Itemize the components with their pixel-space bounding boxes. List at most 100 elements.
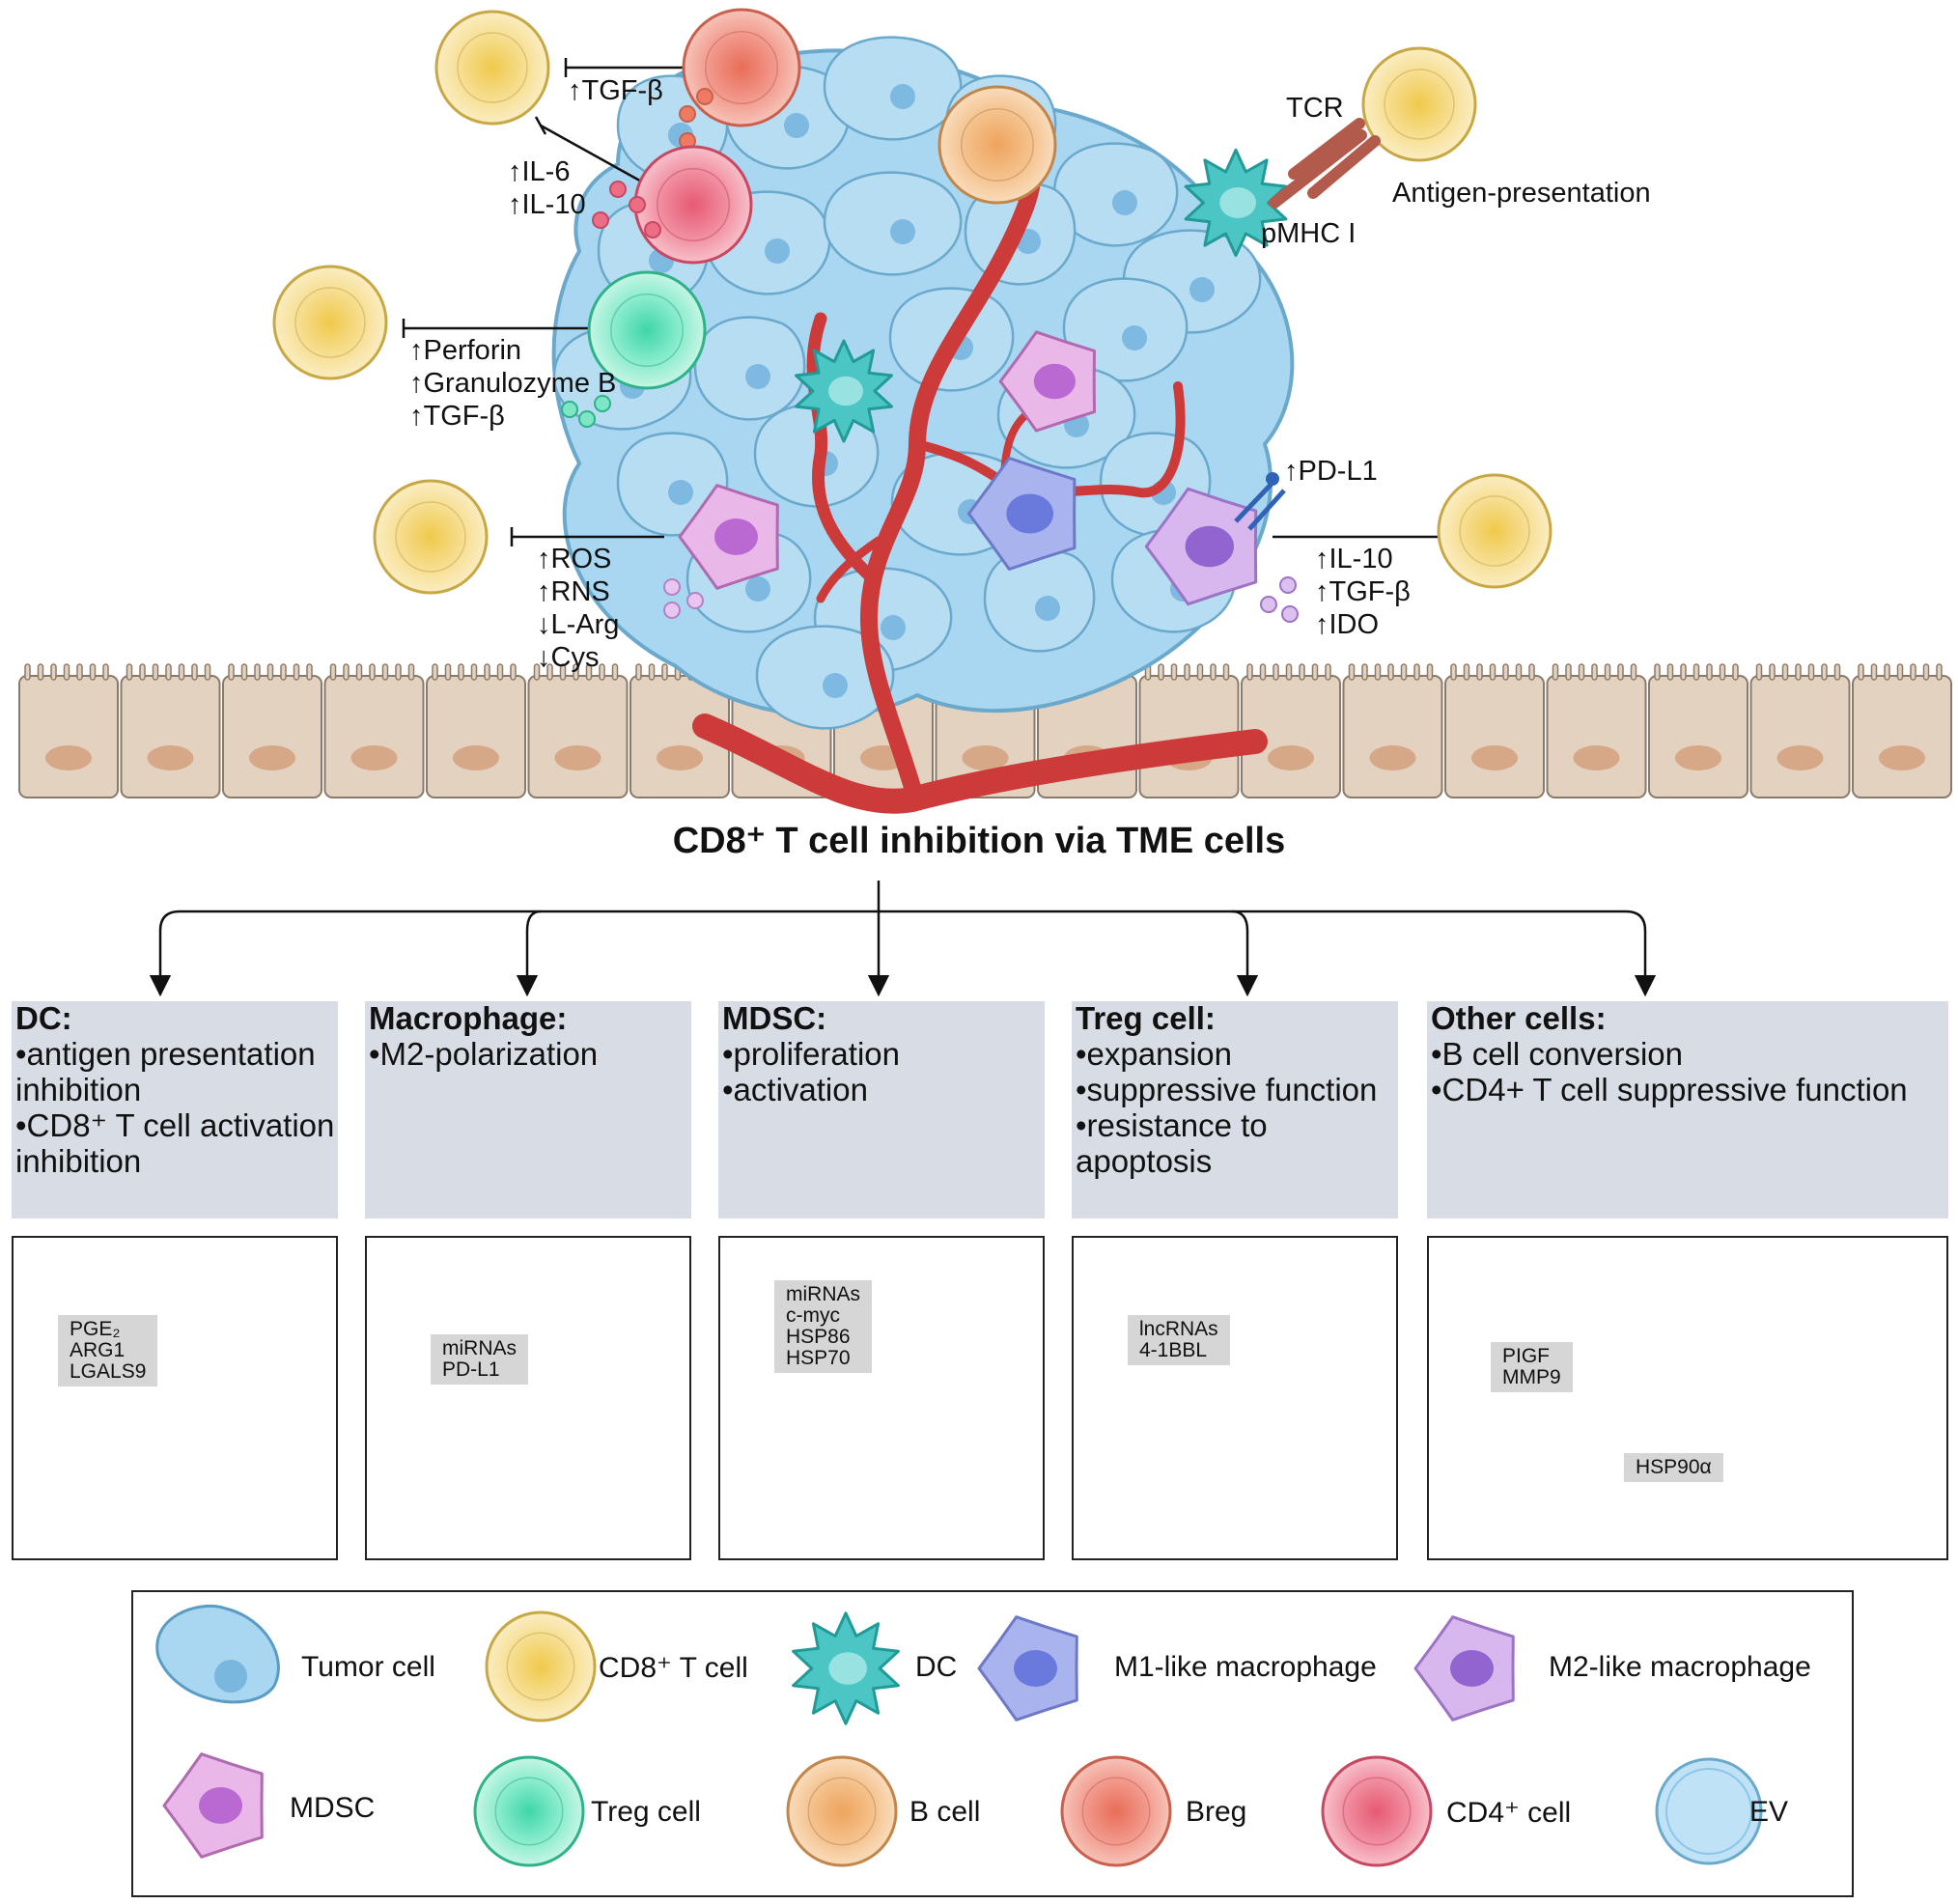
- legend-label-treg: Treg cell: [591, 1796, 701, 1828]
- panel-dc: DC: •antigen presentation inhibition •CD…: [12, 1001, 338, 1218]
- label-tgf-beta-treg: ↑TGF-β: [409, 401, 505, 432]
- tumor-cell: [693, 316, 806, 421]
- tag-line: c-myc: [786, 1304, 840, 1327]
- treg-evs: [561, 395, 611, 428]
- panel-item: •proliferation: [722, 1036, 900, 1072]
- cd4-cell: [633, 145, 753, 265]
- panel-treg: Treg cell: •expansion •suppressive funct…: [1072, 1001, 1398, 1218]
- box-other-cells: [1427, 1236, 1948, 1560]
- label-l-arg: ↓L-Arg: [537, 609, 620, 640]
- mdsc-evs: [663, 578, 704, 619]
- tag-mdsc: miRNAs c-myc HSP86 HSP70: [774, 1280, 872, 1373]
- flow-arrows: [149, 881, 1657, 997]
- label-tgf-beta-breg: ↑TGF-β: [568, 75, 663, 106]
- legend-label-m2: M2-like macrophage: [1549, 1651, 1811, 1683]
- m2-macrophage: [1144, 487, 1258, 606]
- panel-macrophage: Macrophage: •M2-polarization: [365, 1001, 691, 1218]
- m1-macrophage-icon: [977, 1615, 1078, 1722]
- tag-other-top: PIGF MMP9: [1491, 1342, 1573, 1392]
- panel-title: Treg cell:: [1076, 1000, 1216, 1036]
- label-antigen-presentation: Antigen-presentation: [1392, 178, 1651, 209]
- tumor-cell: [983, 547, 1096, 653]
- tag-line: MMP9: [1502, 1366, 1561, 1388]
- tag-treg: lncRNAs 4-1BBL: [1128, 1315, 1230, 1365]
- label-cys: ↓Cys: [537, 642, 600, 673]
- legend-label-dc: DC: [915, 1651, 958, 1683]
- label-tcr: TCR: [1286, 93, 1344, 124]
- label-il6: ↑IL-6: [508, 156, 571, 187]
- tag-line: HSP70: [786, 1347, 851, 1369]
- tag-line: lncRNAs: [1139, 1318, 1218, 1340]
- tcr-pmhc-complex: [1269, 118, 1381, 209]
- label-ros: ↑ROS: [537, 544, 612, 574]
- m2-evs: [1260, 576, 1299, 623]
- tag-line: LGALS9: [70, 1360, 147, 1383]
- mdsc-cell: [678, 484, 779, 590]
- epithelial-cell: [222, 663, 322, 798]
- epithelial-cell: [1852, 663, 1952, 798]
- box-treg: [1072, 1236, 1398, 1560]
- epithelial-cell: [1342, 663, 1443, 798]
- epithelial-cell: [18, 663, 119, 798]
- epithelial-cell: [1546, 663, 1647, 798]
- epithelial-cell: [1241, 663, 1341, 798]
- m2-macrophage-icon: [1413, 1615, 1515, 1722]
- epithelial-cell: [1444, 663, 1545, 798]
- legend-icons: [155, 1604, 1763, 1867]
- m1-macrophage: [967, 457, 1077, 571]
- label-tgf-beta-m2: ↑TGF-β: [1315, 576, 1411, 607]
- epithelial-cell: [1749, 663, 1851, 798]
- tag-line: ARG1: [70, 1339, 126, 1361]
- panel-item: •antigen presentation inhibition: [15, 1036, 316, 1107]
- panel-item: •CD4+ T cell suppressive function: [1431, 1072, 1908, 1107]
- treg-cell-icon: [473, 1755, 585, 1867]
- pd-l1-receptor: [1234, 472, 1286, 531]
- tag-line: HSP86: [786, 1326, 851, 1348]
- cd8-t-cell-icon: [485, 1610, 597, 1722]
- cd4-evs: [592, 181, 661, 238]
- treg-cell: [587, 270, 707, 390]
- tag-macrophage: miRNAs PD-L1: [431, 1334, 528, 1385]
- tag-line: HSP90α: [1636, 1456, 1712, 1478]
- panel-title: MDSC:: [722, 1000, 827, 1036]
- dendritic-cell: [795, 339, 893, 443]
- legend-label-ev: EV: [1749, 1796, 1789, 1828]
- label-ido: ↑IDO: [1315, 609, 1380, 640]
- mdsc-cell: [998, 330, 1096, 433]
- tag-line: miRNAs: [442, 1337, 517, 1359]
- epithelial-cell: [1138, 663, 1240, 798]
- label-granzyme: ↑Granulozyme B: [409, 368, 617, 399]
- epithelial-cell: [1648, 663, 1748, 798]
- legend-label-bcell: B cell: [909, 1796, 981, 1828]
- panel-item: •resistance to apoptosis: [1076, 1107, 1268, 1179]
- tumor-cell: [755, 625, 895, 730]
- box-dc: [12, 1236, 338, 1560]
- tag-dc: PGE₂ ARG1 LGALS9: [58, 1315, 158, 1386]
- tumor-cell-icon: [155, 1604, 280, 1704]
- panel-item: •activation: [722, 1072, 868, 1107]
- cd8-t-cell: [1361, 46, 1477, 162]
- panel-title: DC:: [15, 1000, 72, 1036]
- inhibition-lines: [402, 58, 1444, 546]
- label-pd-l1: ↑PD-L1: [1284, 456, 1378, 487]
- panel-item: •M2-polarization: [369, 1036, 599, 1072]
- panel-item: •suppressive function: [1076, 1072, 1378, 1107]
- legend-label-m1: M1-like macrophage: [1114, 1651, 1377, 1683]
- dc-icon: [792, 1611, 900, 1725]
- cd8-t-cell: [373, 479, 489, 595]
- legend-label-cd4: CD4⁺ cell: [1446, 1797, 1572, 1829]
- legend-label-breg: Breg: [1186, 1796, 1247, 1828]
- tag-line: 4-1BBL: [1139, 1339, 1208, 1361]
- label-il10-cd4: ↑IL-10: [508, 189, 586, 220]
- figure-cells: [272, 8, 1552, 623]
- label-rns: ↑RNS: [537, 576, 610, 607]
- main-title: CD8⁺ T cell inhibition via TME cells: [672, 821, 1286, 861]
- b-cell-icon: [786, 1755, 898, 1867]
- tag-line: miRNAs: [786, 1283, 860, 1305]
- epithelial-cell: [120, 663, 221, 798]
- cd8-t-cell: [434, 10, 550, 126]
- breg-icon: [1060, 1755, 1172, 1867]
- label-perforin: ↑Perforin: [409, 335, 522, 366]
- tumor-cell: [1052, 142, 1179, 247]
- tag-line: PIGF: [1502, 1345, 1551, 1367]
